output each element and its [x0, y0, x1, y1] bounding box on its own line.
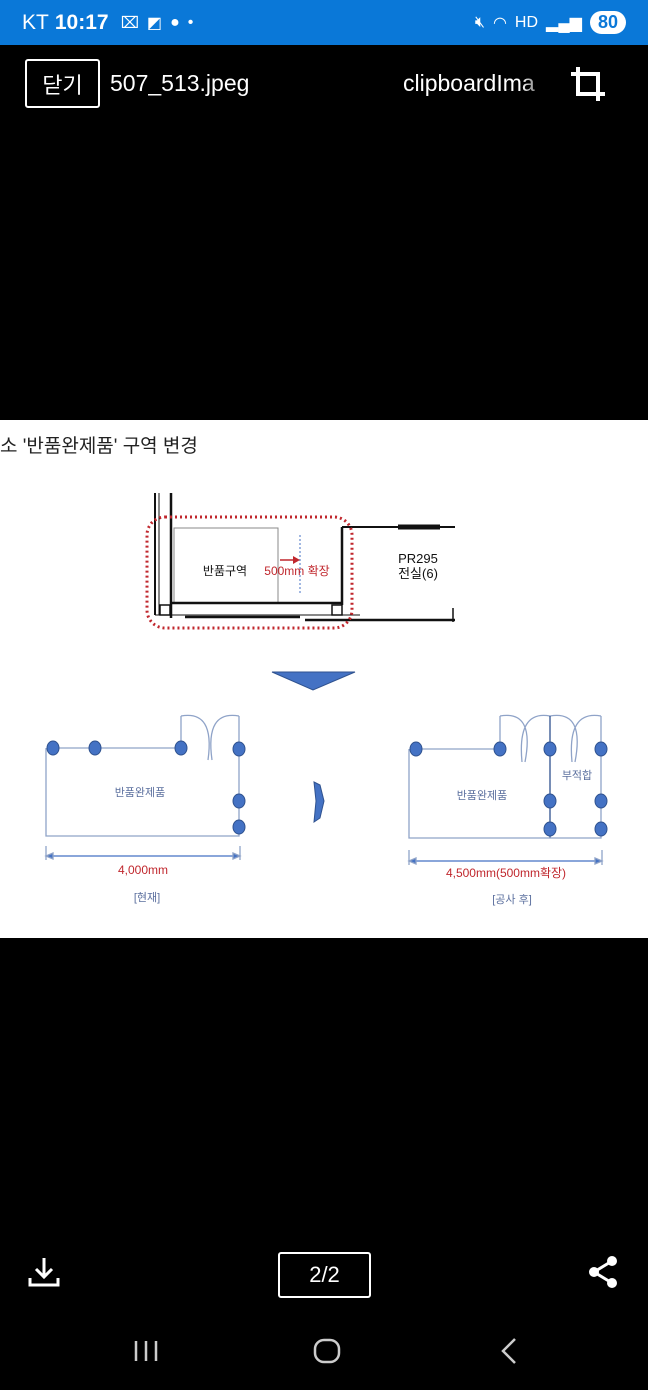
- floor-plan: [145, 493, 455, 630]
- recent-apps-button[interactable]: [132, 1333, 160, 1369]
- download-icon[interactable]: [26, 1254, 62, 1290]
- plan-area-label: 반품구역: [203, 564, 247, 578]
- close-button[interactable]: 닫기: [25, 59, 100, 108]
- home-button[interactable]: [312, 1333, 342, 1369]
- down-arrow-icon: [271, 671, 356, 691]
- wifi-icon: ◠: [492, 14, 507, 32]
- file-name-current: 507_513.jpeg: [110, 70, 250, 96]
- after-caption: [공사 후]: [492, 893, 532, 906]
- image-title: 소 '반품완제품' 구역 변경: [0, 435, 198, 457]
- plan-expand-label: 500mm 확장: [264, 564, 329, 578]
- crop-icon[interactable]: [568, 64, 608, 104]
- viewed-image: 소 '반품완제품' 구역 변경 반품구역 500mm 확장 PR295 전실(6…: [0, 420, 648, 938]
- carrier: KT: [22, 10, 49, 34]
- back-button[interactable]: [496, 1333, 522, 1369]
- chat-icon: ●: [170, 13, 180, 31]
- status-bar: KT 10:17 ⌧ ◩ ● • 🔇︎ ◠ HD ▂▄▆ 80: [0, 0, 648, 45]
- signal-icon: ▂▄▆: [546, 14, 582, 32]
- file-name-next: clipboardIma: [403, 70, 535, 96]
- app-notification-icon: ◩: [147, 14, 163, 32]
- clock: 10:17: [54, 10, 109, 34]
- right-arrow-icon: [313, 781, 325, 823]
- after-columns: [409, 741, 608, 837]
- after-area-label: 반품완제품: [457, 789, 508, 802]
- after-extra-label: 부적합: [562, 769, 592, 782]
- page-indicator[interactable]: 2/2: [278, 1252, 371, 1298]
- before-columns: [46, 740, 246, 835]
- battery-indicator: 80: [589, 11, 626, 34]
- after-dimension: 4,500mm(500mm확장): [446, 866, 566, 880]
- room-name: 전실(6): [398, 566, 438, 581]
- mute-icon: 🔇︎: [474, 13, 485, 31]
- share-icon[interactable]: [585, 1254, 621, 1290]
- hd-icon: HD: [514, 13, 539, 31]
- more-notifications-icon: •: [187, 13, 194, 31]
- before-caption: [현재]: [134, 891, 160, 904]
- room-code: PR295: [398, 551, 438, 566]
- before-dimension: 4,000mm: [118, 863, 168, 877]
- voicemail-icon: ⌧: [120, 14, 139, 32]
- before-area-label: 반품완제품: [115, 786, 166, 799]
